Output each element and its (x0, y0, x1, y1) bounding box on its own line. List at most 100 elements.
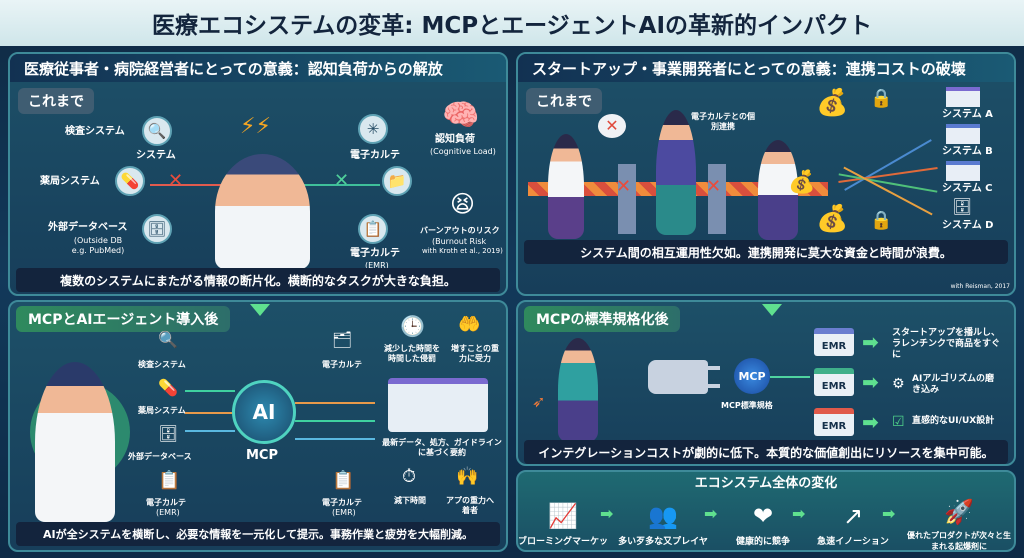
page-title: 医療エコシステムの変革: MCPとエージェントAIの革新的インパクト (0, 0, 1024, 46)
medicine-icon: 💊 (158, 378, 178, 397)
broken-link (300, 184, 380, 186)
summary-window-icon (388, 378, 488, 432)
businessman-illustration (758, 140, 798, 240)
step-label: 優れたプロダクトが次々と生まれる起爆剤に (907, 531, 1011, 551)
input-label: 電子カルテ (146, 498, 186, 507)
plug-icon (648, 360, 708, 394)
cognitive-load-label: 認知負荷 (435, 134, 475, 145)
result-label: AIアルゴリズムの磨き込み (912, 374, 995, 395)
brain-icon: 🧠 (442, 98, 480, 133)
emr-box: EMR (814, 408, 854, 436)
ecosystem-step: 👥多い歹多な又プレイヤー (618, 502, 708, 550)
benefit-label: 減下時間 (394, 496, 426, 505)
lab-search-icon: 🔍 (142, 116, 172, 146)
speech-label: 電子カルテとの個別連携 (691, 112, 755, 131)
system-label: 検査システム (65, 126, 125, 137)
result-label: スタートアップを播ルし、ラレンチンクで商品をすぐに (892, 328, 1001, 360)
people-group-icon: 👥 (648, 502, 678, 530)
ecosystem-step: ❤ 健康的に競争 (718, 502, 808, 547)
input-label: 外部データベース (128, 452, 192, 461)
database-icon: 🗄 (952, 197, 973, 216)
money-bag-icon: 💰 (816, 88, 849, 118)
broken-link (150, 184, 230, 186)
system-label: システム C (942, 183, 993, 194)
emr-icon: 🗂 (332, 330, 353, 349)
checkbox-icon: ☑ (892, 414, 905, 430)
clinician-section-header: 医療従事者・病院経営者にとっての意義：認知負荷からの解放 (10, 54, 506, 82)
stopwatch-icon: ⏱ (402, 466, 417, 487)
arrow-right-icon: ➡ (882, 504, 896, 523)
innovation-arrow-icon: ↗ (842, 502, 864, 530)
result-label: 直感的なUI/UX設計 (912, 416, 995, 426)
cross-icon: ✕ (616, 176, 632, 197)
medicine-bottle-icon: 💊 (115, 166, 145, 196)
network-icon: ✳ (358, 114, 388, 144)
before-caption: システム間の相互運用性欠如。連携開発に莫大な資金と時間が浪費。 (524, 240, 1008, 264)
step-label: 健康的に競争 (735, 537, 790, 547)
input-label: 薬局システム (138, 406, 186, 415)
gear-icon: ⚙ (892, 376, 905, 392)
after-tag: MCPとAIエージェント導入後 (16, 306, 231, 332)
cross-icon: ✕ (168, 170, 184, 191)
doctor-illustration (548, 134, 584, 239)
after-tag: MCPの標準規格化後 (524, 306, 681, 332)
money-bag-icon: 💰 (816, 204, 849, 234)
database-icon: 🗄 (142, 214, 172, 244)
lock-icon: 🔒 (870, 88, 893, 109)
rocket-icon: 🚀 (944, 498, 974, 526)
startup-before-panel: スタートアップ・事業開発者にとっての意義：連携コストの破壊 これまで ✕ 電子カ… (516, 52, 1016, 296)
stressed-doctor-illustration (215, 154, 310, 269)
emr-box: EMR (814, 368, 854, 396)
system-label: 薬局システム (40, 176, 100, 187)
emr-label: 電子カルテ (350, 248, 400, 259)
rejection-speech-icon: ✕ (598, 114, 626, 138)
after-caption: インテグレーションコストが劇的に低下。本質的な価値創出にリソースを集中可能。 (524, 440, 1008, 464)
arrow-right-icon: ➡ (862, 370, 879, 394)
database-icon: 🗄 (158, 424, 179, 443)
benefit-label: アプの重力へ着者 (446, 496, 494, 515)
hand-person-icon: 🙌 (456, 466, 479, 487)
emr-note: (EMR) (156, 508, 180, 517)
down-arrow-icon (762, 304, 782, 316)
burnout-en: (Burnout Risk (432, 237, 487, 246)
lock-icon: 🔒 (870, 210, 893, 231)
system-label: システム D (942, 220, 994, 231)
system-label: システム (136, 150, 176, 161)
ai-hub: AI (232, 380, 296, 444)
startup-section-header: スタートアップ・事業開発者にとっての意義：連携コストの破壊 (518, 54, 1014, 82)
down-arrow-icon (250, 304, 270, 316)
arrow-right-icon: ➡ (862, 330, 879, 354)
developer-laptop-illustration (558, 338, 598, 442)
emr-note: (EMR) (332, 508, 356, 517)
rocket-trail-icon: ➶ (532, 392, 546, 411)
summary-label: 最新データ、処方、ガイドラインに基づく要約 (382, 438, 502, 457)
money-bag-icon: 💰 (788, 170, 816, 195)
gate-post (708, 164, 726, 234)
helping-hand-icon: 🤲 (458, 314, 481, 335)
heart-thumbs-up-icon: ❤ (752, 502, 774, 530)
system-label: 外部データベース (48, 222, 128, 233)
step-label: ブローミングマーケット (518, 537, 609, 547)
ecosystem-step: ↗ 急速イノーション (808, 502, 898, 547)
burnout-label: バーンアウトのリスク (420, 226, 500, 235)
ecosystem-panel: エコシステム全体の変化 📈ブローミングマーケット ➡ 👥多い歹多な又プレイヤー … (516, 470, 1016, 552)
ecosystem-step: 📈 ブローミングマーケット (518, 502, 609, 550)
clinician-after-panel: MCPとAIエージェント導入後 🔍 検査システム 💊 薬局システム 🗄 外部デー… (8, 300, 508, 552)
stress-lightning-icon: ⚡⚡ (240, 114, 271, 139)
clinician-before-panel: 医療従事者・病院経営者にとっての意義：認知負荷からの解放 これまで 検査システム… (8, 52, 508, 296)
input-label: 検査システム (138, 360, 186, 369)
system-label: システム A (942, 109, 993, 120)
smiling-doctor-tablet-illustration (35, 362, 115, 522)
output-label: 電子カルテ (322, 360, 362, 369)
system-c-icon (946, 161, 980, 181)
growth-chart-icon: 📈 (548, 502, 578, 530)
step-label: 急速イノーション (817, 537, 889, 547)
arrow-right-icon: ➡ (704, 504, 718, 523)
arrow-right-icon: ➡ (600, 504, 614, 523)
before-tag: これまで (526, 88, 602, 114)
emr-note: (EMR) (365, 261, 389, 270)
cross-icon: ✕ (706, 176, 722, 197)
burnout-citation: with Kroth et al., 2019) (422, 247, 503, 255)
startup-after-panel: MCPの標準規格化後 ➶ MCP MCP標準規格 EMR EMR EMR ➡ ➡… (516, 300, 1016, 466)
emr-box: EMR (814, 328, 854, 356)
